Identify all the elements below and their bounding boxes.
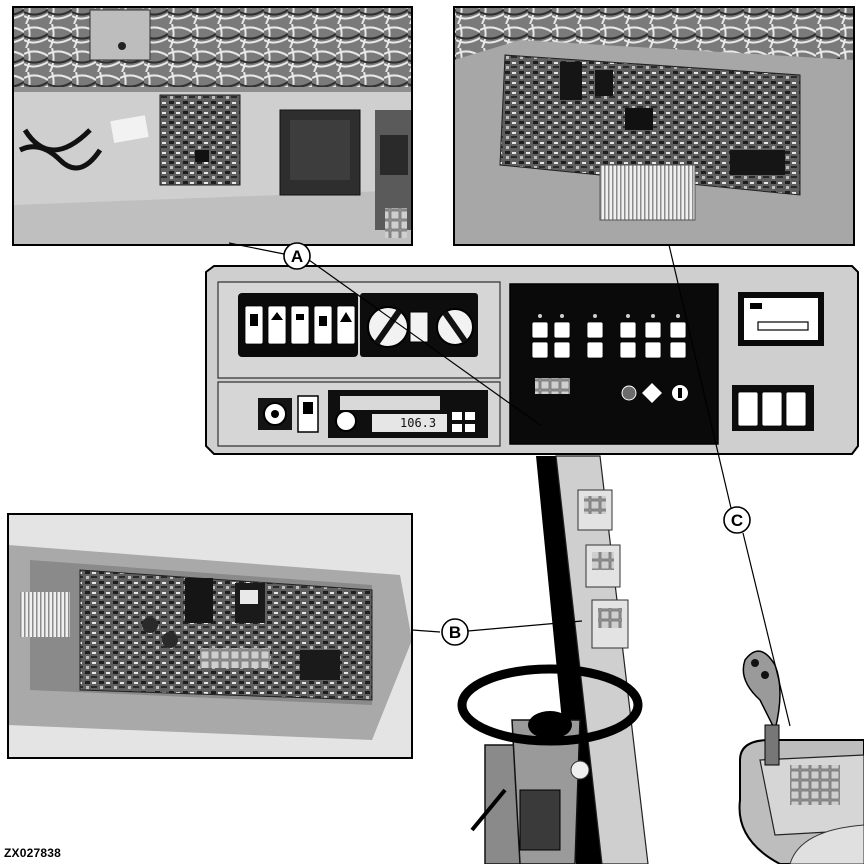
armrest-console	[738, 650, 864, 864]
leader-line-a-panel	[308, 259, 541, 426]
callout-b: B	[441, 618, 469, 646]
photo-top-left	[12, 6, 413, 246]
leader-lines	[228, 242, 791, 727]
callout-c-label: C	[731, 511, 743, 530]
leader-line-b-photo	[411, 629, 441, 633]
leader-line-a-photo	[228, 242, 285, 255]
photo-top-right	[453, 6, 855, 246]
callout-c: C	[723, 506, 751, 534]
radio-frequency: 106.3	[400, 416, 436, 430]
cab-pillar	[536, 455, 649, 864]
figure-id-label: ZX027838	[4, 846, 61, 860]
steering-wheel	[457, 664, 643, 864]
leader-line-c-console	[742, 532, 791, 727]
callout-a: A	[283, 242, 311, 270]
leader-line-b-pillar	[467, 620, 583, 632]
leader-line-c-photo	[668, 244, 732, 509]
callout-a-label: A	[291, 247, 303, 266]
radio-display	[372, 414, 447, 432]
center-display-panel	[509, 283, 719, 445]
photo-bottom-left	[7, 513, 413, 759]
dashboard-panel: 106.3	[205, 265, 859, 455]
callout-b-label: B	[449, 623, 461, 642]
